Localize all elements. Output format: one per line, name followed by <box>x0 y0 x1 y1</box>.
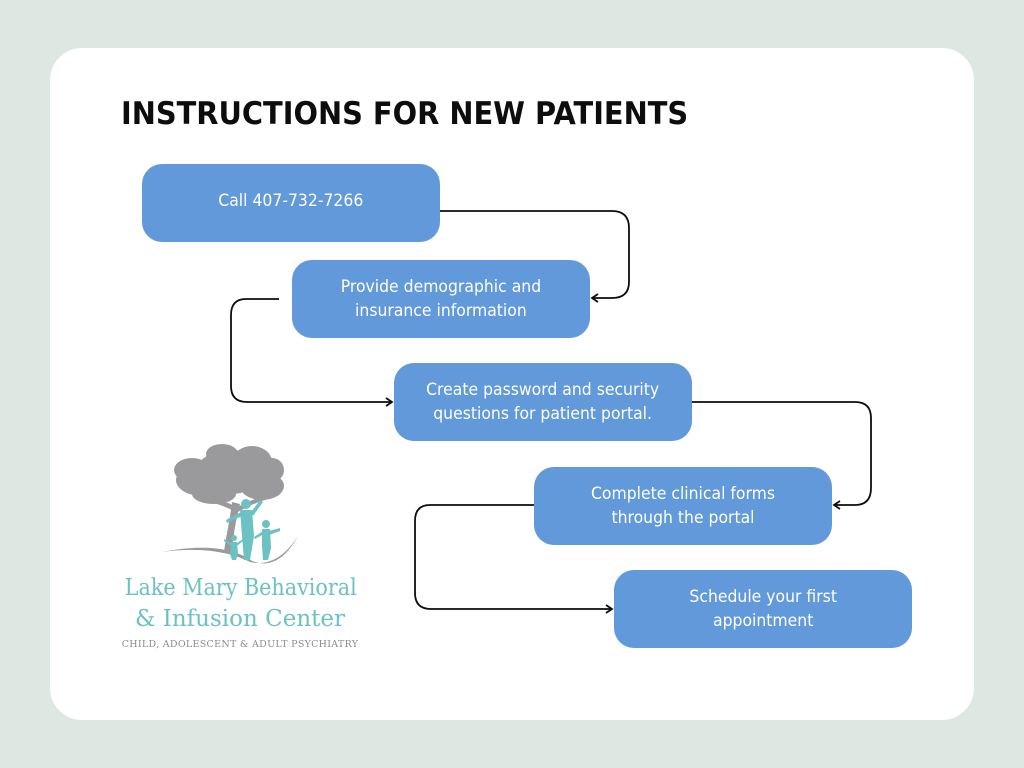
step-text-line: Call 407-732-7266 <box>218 191 364 211</box>
logo-name-line1: Lake Mary Behavioral <box>124 575 357 601</box>
step-text-line: Schedule your first <box>689 587 837 607</box>
step-text-line: Complete clinical forms <box>590 484 775 504</box>
page-title: INSTRUCTIONS FOR NEW PATIENTS <box>121 96 689 132</box>
step-schedule-appointment: Schedule your first appointment <box>614 570 912 648</box>
step-text-line: appointment <box>712 611 814 631</box>
step-text-line: through the portal <box>611 508 755 528</box>
logo-tagline: CHILD, ADOLESCENT & ADULT PSYCHIATRY <box>121 639 359 650</box>
step-complete-forms: Complete clinical forms through the port… <box>534 467 832 545</box>
step-provide-info: Provide demographic and insurance inform… <box>292 260 590 338</box>
logo-name-line2: & Infusion Center <box>134 606 345 632</box>
clinic-logo: Lake Mary Behavioral & Infusion Center C… <box>112 440 368 660</box>
step-call: Call 407-732-7266 <box>142 164 440 242</box>
step-text-line: Provide demographic and <box>340 277 542 297</box>
step-text-line: insurance information <box>355 301 527 321</box>
step-create-password: Create password and security questions f… <box>394 363 692 441</box>
step-text-line: Create password and security <box>426 380 660 400</box>
tree-with-family-icon <box>162 444 298 564</box>
step-text-line: questions for patient portal. <box>433 404 653 424</box>
